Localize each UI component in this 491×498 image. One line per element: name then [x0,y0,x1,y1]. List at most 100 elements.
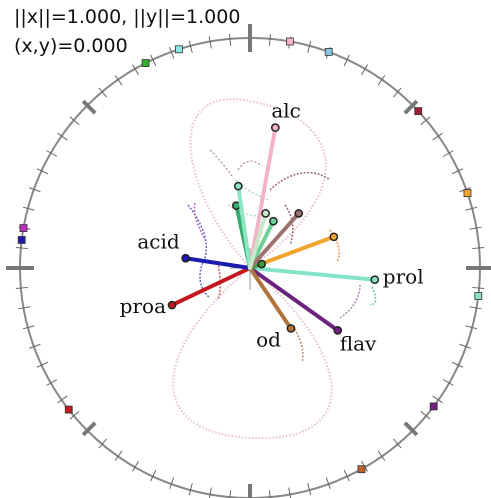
dial-minor-tick [98,438,108,449]
dial-marker[interactable] [357,465,366,474]
dial-minor-tick [307,40,312,53]
dial-major-tick [81,99,97,115]
variable-label-alc: alc [271,99,301,123]
variable-vector[interactable] [248,211,301,270]
dial-minor-tick [22,325,35,330]
variable-label-acid: acid [137,229,180,253]
dial-marker[interactable] [324,47,333,56]
variable-vector-acid[interactable] [183,256,252,270]
trail-od [292,325,304,363]
dial-major-tick [81,421,97,437]
variable-vector-od[interactable] [248,266,293,331]
dial-marker[interactable] [286,37,294,46]
dial-marker[interactable] [17,236,26,244]
vector-handle-od[interactable] [286,324,296,333]
variable-vector[interactable] [236,184,252,270]
dial-major-tick [403,421,419,437]
dial-minor-tick [69,410,80,420]
dial-minor-tick [469,306,482,310]
dial-minor-tick [132,460,139,472]
dial-minor-tick [392,438,402,449]
dial-marker[interactable] [414,107,423,116]
dial-minor-tick [36,361,49,368]
dial-minor-tick [15,247,28,250]
dial-marker[interactable] [141,59,150,67]
dial-minor-tick [114,75,123,86]
dial-minor-tick [268,490,271,498]
dial-minor-tick [15,286,28,289]
dial-minor-tick [29,187,41,193]
dial-minor-tick [150,469,157,482]
dial-marker[interactable] [474,292,483,300]
dial-minor-tick [18,306,31,310]
dial-minor-tick [377,75,386,86]
vector-handle[interactable] [233,181,243,191]
variable-vector-prol[interactable] [248,266,377,282]
trail-acid-2 [193,202,206,241]
variable-vector-flav[interactable] [248,266,340,333]
dial-minor-tick [465,206,478,211]
dial-marker[interactable] [19,224,28,232]
dial-minor-tick [229,33,232,46]
dial-minor-tick [57,395,68,404]
dial-minor-tick [46,150,58,157]
dial-minor-tick [36,168,49,175]
dial-major-tick [403,99,419,115]
dial-minor-tick [343,469,350,482]
dial-marker[interactable] [175,45,183,54]
variable-label-proa: proa [120,294,166,318]
variable-vectors[interactable] [167,123,380,335]
dial-marker[interactable] [463,189,472,198]
vector-handle[interactable] [269,216,278,226]
dial-minor-tick [442,150,454,157]
dial-minor-tick [442,379,454,386]
dial-minor-tick [288,487,292,498]
dial-minor-tick [469,226,482,230]
dial-minor-tick [459,343,471,349]
vector-handle-prol[interactable] [370,275,380,285]
dial-minor-tick [343,54,350,67]
vector-handle-flav[interactable] [333,326,343,335]
dial-minor-tick [268,33,271,46]
dial-minor-tick [188,40,193,53]
vector-handle[interactable] [294,209,304,218]
dial-minor-tick [114,450,123,461]
dial-minor-tick [29,343,41,349]
variable-vector-alc[interactable] [248,125,278,270]
dial-minor-tick [472,247,485,250]
vector-handle-acid[interactable] [181,253,190,263]
dial-minor-tick [57,132,68,141]
dial-marker[interactable] [429,402,438,411]
dial-minor-tick [229,490,232,498]
dial-minor-tick [208,487,212,498]
trail-orange [329,229,340,263]
trail-alc [209,149,263,177]
variable-label-flav: flav [340,331,377,355]
dial-minor-tick [150,54,157,67]
dial-minor-tick [420,410,431,420]
variable-label-prol: prol [383,265,424,289]
dial-minor-tick [69,116,80,126]
vector-handle-alc[interactable] [271,123,280,132]
dial-marker[interactable] [64,405,73,414]
trail-prol [369,286,377,306]
variable-vector-proa[interactable] [170,266,252,308]
dial-minor-tick [377,450,386,461]
dial-minor-tick [465,325,478,330]
variable-vector[interactable] [248,211,268,270]
dial-minor-tick [169,47,175,59]
vector-handle[interactable] [329,232,339,242]
dial-minor-tick [307,483,312,496]
vector-handle[interactable] [261,209,270,218]
variable-label-od: od [256,327,281,351]
vector-handle-proa[interactable] [167,300,177,310]
dial-minor-tick [451,168,464,175]
dial-minor-tick [132,64,139,76]
trail-proa [217,261,222,301]
vector-handle[interactable] [257,259,267,269]
trail-flav [339,284,361,319]
axis-dial[interactable] [6,24,491,498]
dial-minor-tick [98,87,108,98]
dial-minor-tick [208,36,212,49]
